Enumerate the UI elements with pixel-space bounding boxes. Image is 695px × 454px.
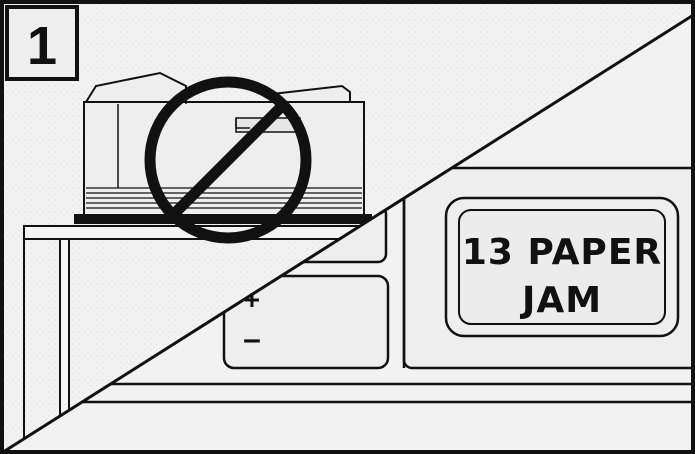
minus-icon: – <box>244 325 260 355</box>
step-number-box: 1 <box>7 7 77 79</box>
display-line-1: 13 PAPER <box>462 232 662 273</box>
display-line-2: JAM <box>519 280 602 321</box>
step-number: 1 <box>27 16 57 76</box>
